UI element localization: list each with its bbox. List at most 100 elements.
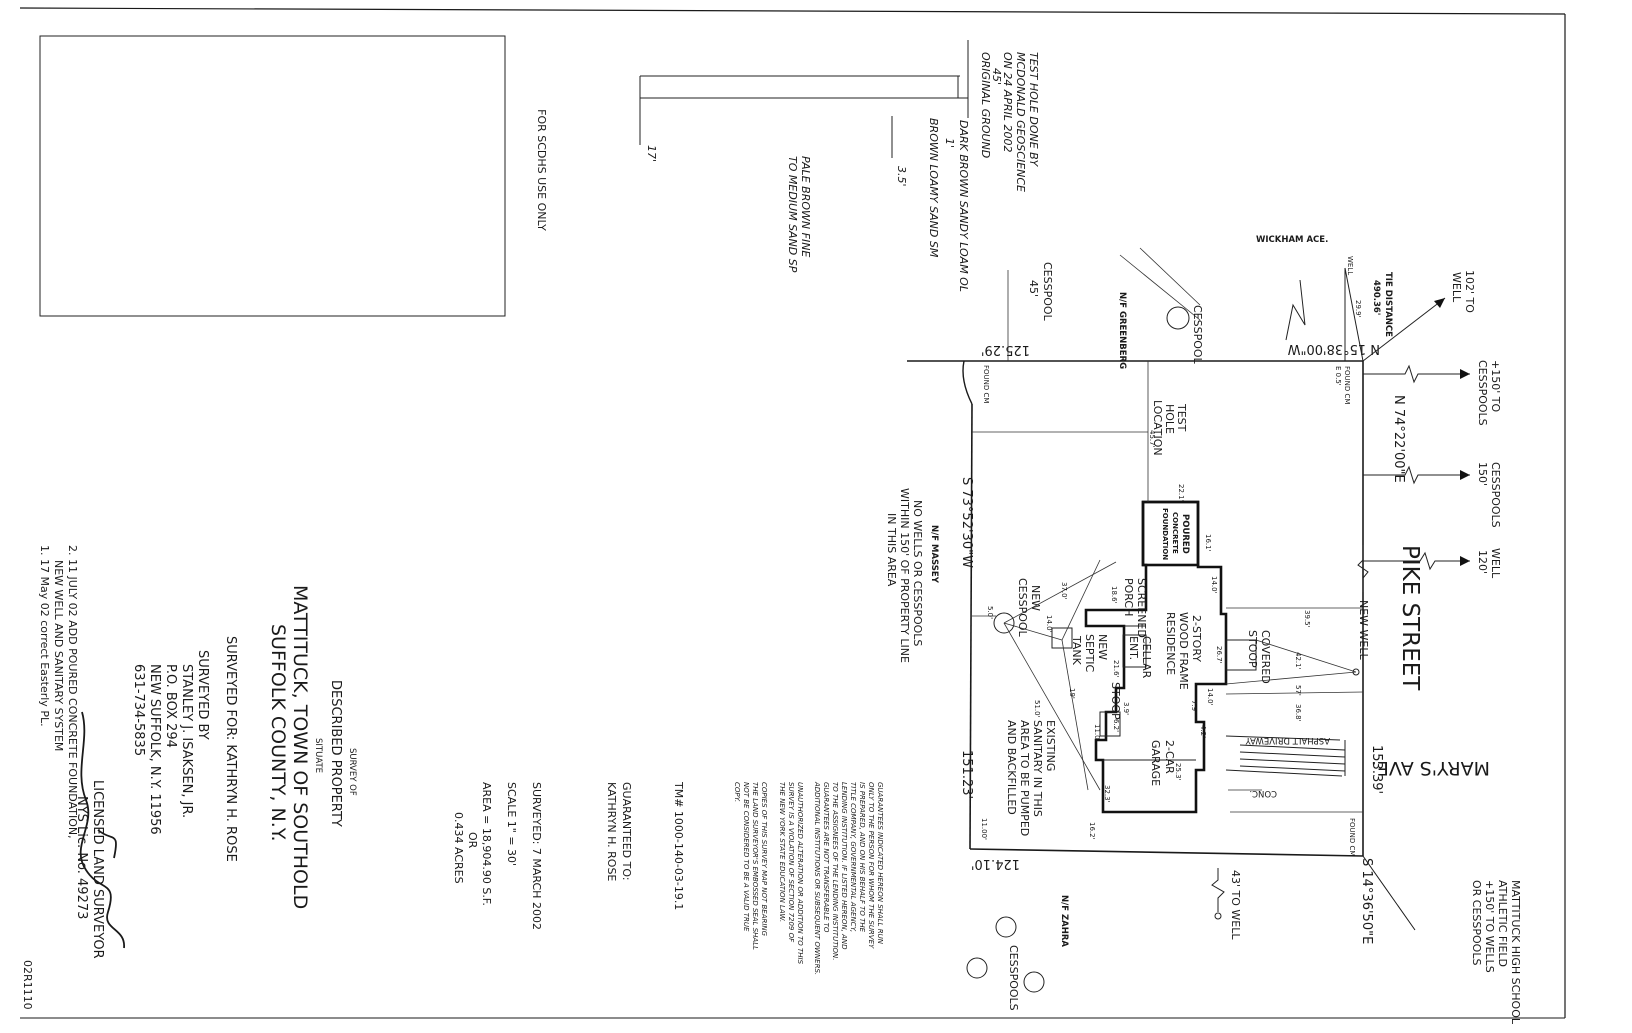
well-120-2: 120' [1476,550,1489,574]
dim-22-1: 22.1' [1177,484,1185,502]
mattituck-3: +150' TO WELLS [1483,880,1496,973]
driveway-edge-2 [1225,769,1343,777]
guarantee-line-6: TO THE ASSIGNEES OF THE LENDING INSTITUT… [831,782,839,961]
layer-2-depth: 3.5' [895,166,908,187]
septic-tank-rect [1051,627,1073,649]
cellar-entrance [1122,634,1147,668]
dim-14-0: 14.0' [1210,576,1218,594]
bearing-east: S 14°36'50"E [1359,858,1374,944]
area-line-3: 0.434 ACRES [452,812,465,884]
area-line-1: AREA = 18,904.90 S.F. [480,782,493,906]
guarantee-line-3: IS PREPARED, AND ON HIS BEHALF TO THE [858,782,866,933]
cesspool-zahra-1 [995,916,1017,938]
no-wells-2: WITHIN 150' OF PROPERTY LINE [898,488,911,663]
tie-distance-line [1344,267,1364,362]
cesspool-45-label-1: CESSPOOL [1041,262,1054,322]
cesspool-zahra-2 [1023,971,1045,993]
distance-south: 151.23' [959,750,974,799]
dim-29-9: 29.9' [1354,300,1362,318]
cesspools-150b-2: 150' [1476,462,1489,486]
cesspools-150b-1: CESSPOOLS [1489,462,1502,528]
driveway-hatch [1239,744,1346,772]
new-cesspool-label-1: NEW [1029,585,1042,611]
cesspools-150a-1: +150' TO [1489,360,1502,412]
foundation-label-1: POURED [1180,514,1190,554]
distance-west: 125.29' [981,342,1030,357]
surveyor-block: SURVEYED BY STANLEY J. ISAKSEN, JR. P.O.… [74,650,210,959]
surveyor-signature [79,711,125,949]
mattituck-2: ATHLETIC FIELD [1496,880,1509,967]
pike-break-line [1357,545,1369,592]
stoop-label: STOOP [1109,682,1122,720]
monument-se: FOUND CM [1348,818,1356,856]
existing-sanitary-1: EXISTING [1044,720,1057,771]
tie-break-line [1285,279,1306,341]
note-2-line-2: NEW WELL AND SANITARY SYSTEM [52,560,65,751]
dim-16-2: 16.2' [1088,822,1096,840]
septic-label-3: TANK [1070,635,1083,666]
driveway-edge-1 [1225,735,1341,741]
leader-cesspool-garage [1003,622,1101,791]
dim-21-6: 21.6' [1112,660,1120,678]
new-cesspool-label-2: CESSPOOL [1016,578,1029,638]
dim-3-9: 3.9' [1122,702,1130,715]
leader-cesspool-tank [1003,622,1063,641]
guarantee-line-8: ADDITIONAL INSTITUTIONS OR SUBSEQUENT OW… [813,781,821,975]
mattituck-1: MATTITUCK HIGH SCHOOL [1509,880,1522,1025]
dim-37-0: 37.0' [1060,582,1068,600]
dim-19: 19' [1068,688,1076,699]
monument-nw: FOUND CM [982,365,990,403]
layer-3-depth: 17' [645,145,658,162]
well-102-2: WELL [1450,272,1463,303]
test-hole-loc-3: LOCATION [1151,400,1164,456]
pike-street: PIKE STREET [1397,545,1423,691]
porch-label-2: PORCH [1122,578,1135,616]
dim-25-3: 25.3' [1174,763,1182,781]
residence-label-1: 2-STORY [1190,615,1203,662]
unauthorized-line-1: UNAUTHORIZED ALTERATION OR ADDITION TO T… [796,782,804,965]
existing-sanitary-2: SANITARY IN THIS [1031,720,1044,817]
note-1-line: 1. 17 May 02 correct Easterly PL. [38,545,51,727]
guarantee-line-4: TITLE COMPANY, GOVERNMENTAL AGENCY, [849,782,857,932]
arrow-well-102 [1362,297,1446,362]
guaranteed-to-label: GUARANTEED TO: [620,782,633,881]
mattituck-leader [1362,855,1416,931]
leader-well-line [1225,691,1364,695]
well-top-label: WELL [1346,256,1354,275]
conc-label: CONC. [1249,788,1277,798]
asphalt-driveway [1225,735,1346,777]
new-cesspool-circle [993,612,1015,634]
copies-line-1: COPIES OF THIS SURVEY MAP NOT BEARING [760,782,768,937]
dim-42-1: 42.1' [1294,652,1302,670]
test-hole-log: TEST HOLE DONE BY MCDONALD GEOSCIENCE ON… [639,40,1040,292]
dim-26-7: 26.7' [1215,646,1223,664]
arrow-cesspools-150b [1363,465,1470,485]
residence-label-2: WOOD FRAME [1177,612,1190,690]
scdhs-box [39,35,506,317]
bearing-south: S 73°52'30"W [959,477,974,568]
cesspool-zahra-3 [966,957,988,979]
property-boundary [907,360,1416,931]
cesspool-greenberg-circle [1166,306,1190,330]
stoop-rect [1099,711,1121,737]
surveyed-date: SURVEYED: 7 MARCH 2002 [530,782,543,930]
arrow-well-43 [1211,868,1225,912]
dim-57: 57' [1294,685,1302,696]
no-wells-1: NO WELLS OR CESSPOOLS [911,500,924,646]
greenberg-leader-1 [1119,254,1201,321]
boundary-sw-corner [962,360,973,405]
layer-2-label: BROWN LOAMY SAND SM [927,118,940,258]
cesspools-zahra-label: CESSPOOLS [1007,945,1020,1011]
no-wells-3: IN THIS AREA [885,513,898,587]
cesspools-150a-2: CESSPOOLS [1476,360,1489,426]
dim-39-5: 39.5' [1303,610,1311,628]
boundary-east [969,848,1364,857]
garage-label-2: GARAGE [1149,740,1162,786]
scale-label: SCALE 1" = 30' [505,782,518,866]
dim-11-0: 11.0' [1093,724,1101,742]
title-situate: SITUATE [313,738,323,773]
cellar-label-2: ENT. [1127,636,1140,660]
area-line-2: OR [466,832,479,849]
new-well-label: NEW WELL [1357,600,1370,661]
leader-cesspool-porch [1003,561,1117,624]
